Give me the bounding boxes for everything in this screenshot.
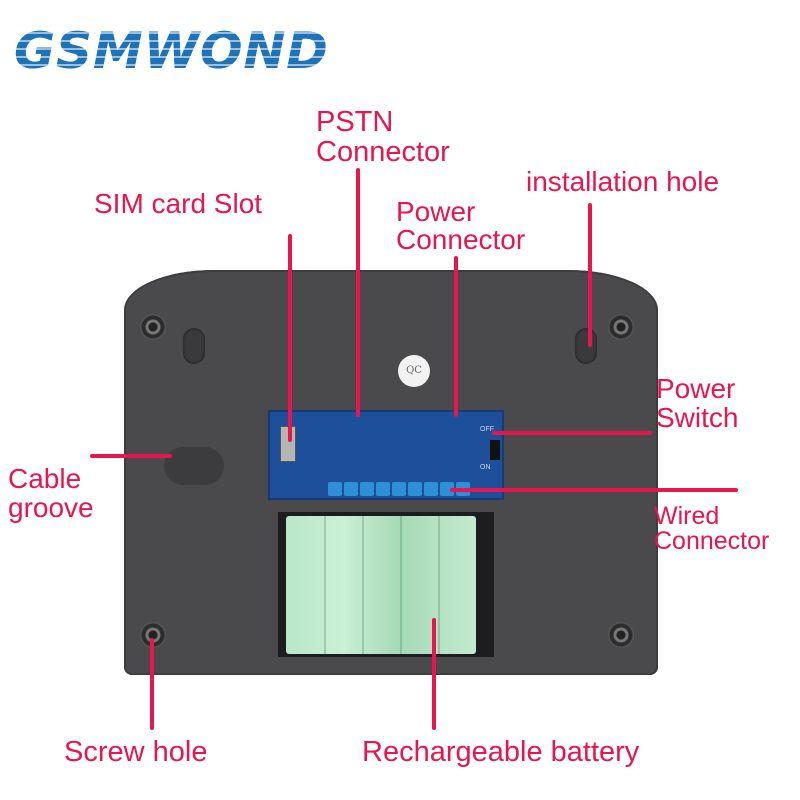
terminal-4 — [376, 482, 390, 496]
terminal-3 — [360, 482, 374, 496]
switch-on-label: ON — [480, 464, 491, 471]
rechargeable-battery-label: Rechargeable battery — [362, 736, 640, 768]
pstn-label-line1: PSTN — [316, 106, 394, 138]
wired-connector-label-line2: Connector — [654, 527, 770, 555]
terminal-1 — [328, 482, 342, 496]
power-switch-label-line2: Switch — [656, 402, 739, 433]
rechargeable-battery-pack — [286, 516, 476, 654]
sim-card-slot-label: SIM card Slot — [94, 188, 263, 219]
power-connector-label-line1: Power — [396, 196, 476, 227]
power-connector-label-line2: Connector — [396, 224, 526, 255]
battery-cell-divider — [362, 516, 364, 654]
battery-cell-divider — [438, 516, 440, 654]
screw-top-right — [608, 314, 634, 340]
screw-bottom-right — [608, 622, 634, 648]
installation-hole-left — [183, 328, 205, 364]
terminal-8 — [440, 482, 454, 496]
cable-groove-notch — [164, 447, 224, 485]
cable-groove-label-line1: Cable — [8, 463, 82, 494]
switch-off-label: OFF — [480, 426, 494, 433]
cable-groove-label-line2: groove — [8, 492, 94, 523]
power-switch-label-line1: Power — [656, 373, 736, 404]
pstn-label-line2: Connector — [316, 136, 450, 168]
terminal-7 — [424, 482, 438, 496]
battery-cell-divider — [324, 516, 326, 654]
qc-sticker-text: QC — [406, 365, 422, 376]
terminal-2 — [344, 482, 358, 496]
battery-cell-divider — [400, 516, 402, 654]
wired-connector-label-line1: Wired — [654, 502, 720, 530]
terminal-5 — [392, 482, 406, 496]
screw-top-left — [140, 314, 166, 340]
power-switch — [490, 440, 500, 460]
screw-hole-label: Screw hole — [64, 736, 208, 768]
installation-hole-label: installation hole — [526, 166, 720, 197]
qc-sticker: QC — [398, 355, 430, 387]
terminal-6 — [408, 482, 422, 496]
